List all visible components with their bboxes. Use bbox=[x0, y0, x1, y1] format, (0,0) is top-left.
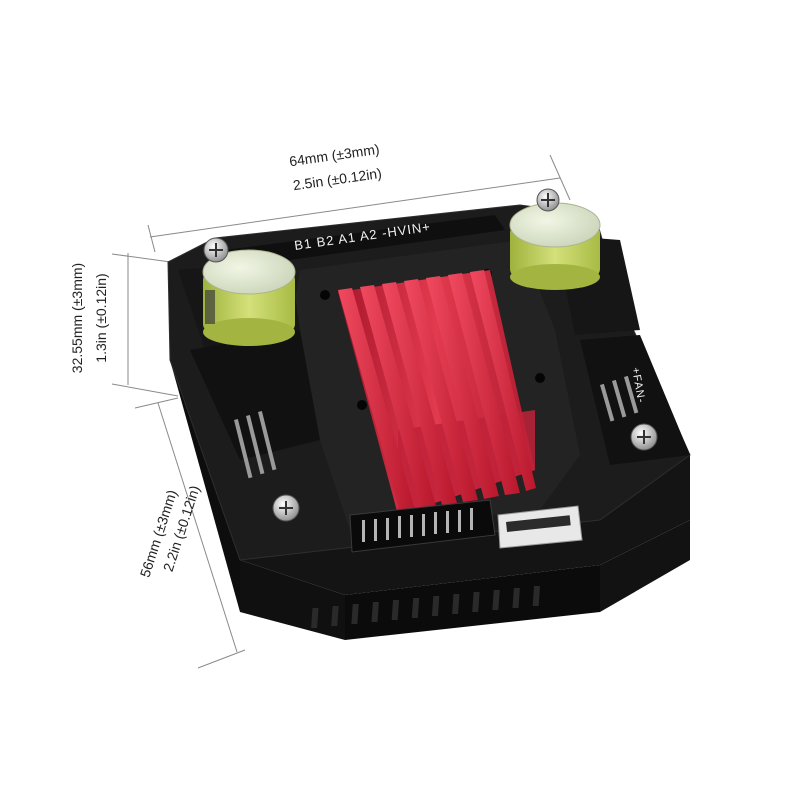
fpc-connector bbox=[497, 505, 583, 549]
pin-header-fan bbox=[600, 375, 639, 422]
width-imperial-label: 2.5in (±0.12in) bbox=[292, 165, 383, 193]
width-dimension bbox=[147, 154, 571, 253]
depth-dimension bbox=[134, 397, 246, 669]
screw-icon bbox=[630, 423, 658, 451]
screw-icon bbox=[203, 237, 229, 263]
screw-icon bbox=[272, 494, 300, 522]
screw-icon bbox=[536, 188, 560, 212]
width-metric-label: 64mm (±3mm) bbox=[288, 141, 380, 169]
height-metric-label: 32.55mm (±3mm) bbox=[69, 263, 85, 373]
pin-header-left bbox=[233, 411, 277, 479]
heatsink bbox=[338, 270, 536, 515]
capacitor-left bbox=[202, 249, 296, 346]
vent-slots bbox=[311, 586, 541, 628]
ribbon-connector bbox=[349, 499, 496, 553]
heatsink-fins bbox=[338, 270, 536, 512]
capacitor-right bbox=[509, 202, 601, 290]
height-imperial-label: 1.3in (±0.12in) bbox=[93, 273, 109, 362]
